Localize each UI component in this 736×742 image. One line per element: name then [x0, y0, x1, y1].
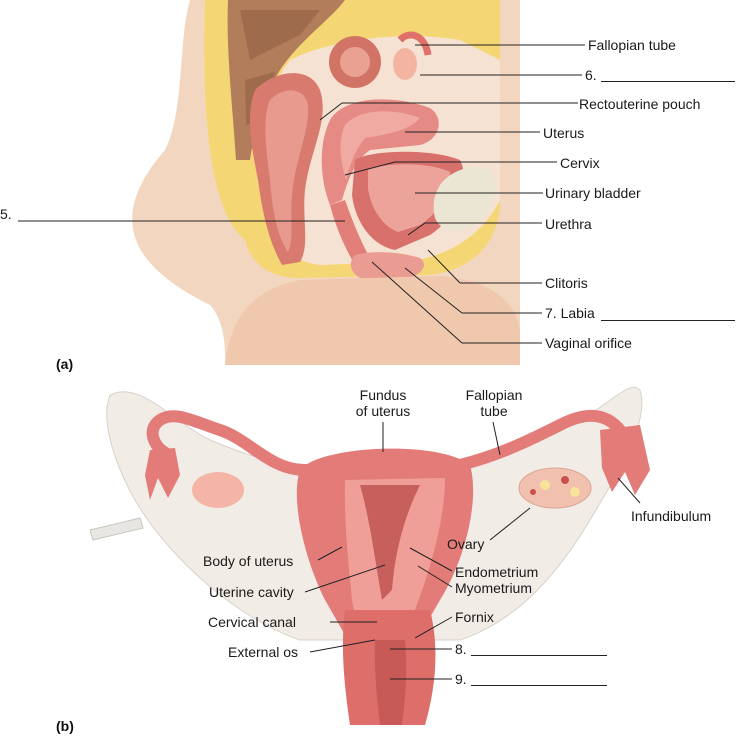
round-ligament-left: [89, 517, 144, 541]
label-fundus-line2: of uterus: [355, 403, 411, 419]
label-myometrium: Myometrium: [455, 580, 533, 596]
blank-7[interactable]: [601, 320, 735, 321]
label-urinary-bladder: Urinary bladder: [545, 185, 641, 201]
fallopian-tube-left: [146, 410, 311, 476]
vaginal-lumen: [374, 640, 407, 725]
leader-lines-a: [18, 44, 585, 344]
blank-6[interactable]: [601, 81, 735, 82]
label-uterine-cavity: Uterine cavity: [209, 584, 294, 600]
rectum-lumen: [265, 90, 309, 252]
label-uterus: Uterus: [543, 125, 585, 141]
label-fornix: Fornix: [455, 609, 494, 625]
label-external-os: External os: [228, 644, 299, 660]
label-ovary: Ovary: [447, 536, 485, 552]
frontal-section: [89, 386, 650, 725]
blank-9[interactable]: [471, 685, 607, 686]
fimbriae-left: [145, 448, 180, 500]
ovary-left: [192, 472, 244, 508]
label-7-labia: 7. Labia: [545, 305, 595, 321]
label-9: 9.: [455, 671, 467, 687]
sagittal-section: [132, 0, 520, 365]
ovary-right: [518, 467, 592, 509]
label-endometrium: Endometrium: [455, 564, 539, 580]
uterine-cavity-shape: [360, 485, 420, 600]
label-fundus: Fundus of uterus: [343, 387, 423, 419]
label-fallopian-tube-b: Fallopian tube: [454, 387, 534, 419]
label-6: 6.: [585, 67, 597, 83]
label-cervix: Cervix: [560, 155, 600, 171]
label-vaginal-orifice: Vaginal orifice: [545, 335, 632, 351]
pubic-symphysis: [433, 166, 496, 232]
label-clitoris: Clitoris: [545, 275, 588, 291]
infundibulum-fimbriae: [600, 425, 650, 495]
label-body-of-uterus: Body of uterus: [203, 553, 294, 569]
label-fallopian-tube: Fallopian tube: [588, 37, 676, 53]
fallopian-tube-sagittal: [397, 31, 432, 56]
thigh-curve: [225, 276, 520, 365]
label-cervical-canal: Cervical canal: [208, 614, 296, 630]
blank-8[interactable]: [471, 655, 607, 656]
label-rectouterine-pouch: Rectouterine pouch: [579, 96, 701, 112]
leader-lines-b: [304, 421, 641, 680]
panel-label-a: (a): [56, 356, 74, 372]
label-fallopian-line2: tube: [480, 403, 508, 419]
bladder-lumen: [368, 164, 451, 232]
label-infundibulum: Infundibulum: [631, 508, 712, 524]
ovary-sagittal: [393, 48, 417, 80]
label-fundus-line1: Fundus: [359, 387, 407, 403]
panel-label-b: (b): [56, 718, 74, 734]
label-urethra: Urethra: [545, 216, 592, 232]
uterine-wall-inner: [340, 111, 420, 180]
fallopian-tube-right: [454, 409, 626, 471]
vaginal-canal: [330, 200, 370, 265]
label-8: 8.: [455, 641, 467, 657]
labia: [350, 252, 424, 280]
label-fallopian-line1: Fallopian: [465, 387, 523, 403]
label-5: 5.: [0, 206, 12, 222]
